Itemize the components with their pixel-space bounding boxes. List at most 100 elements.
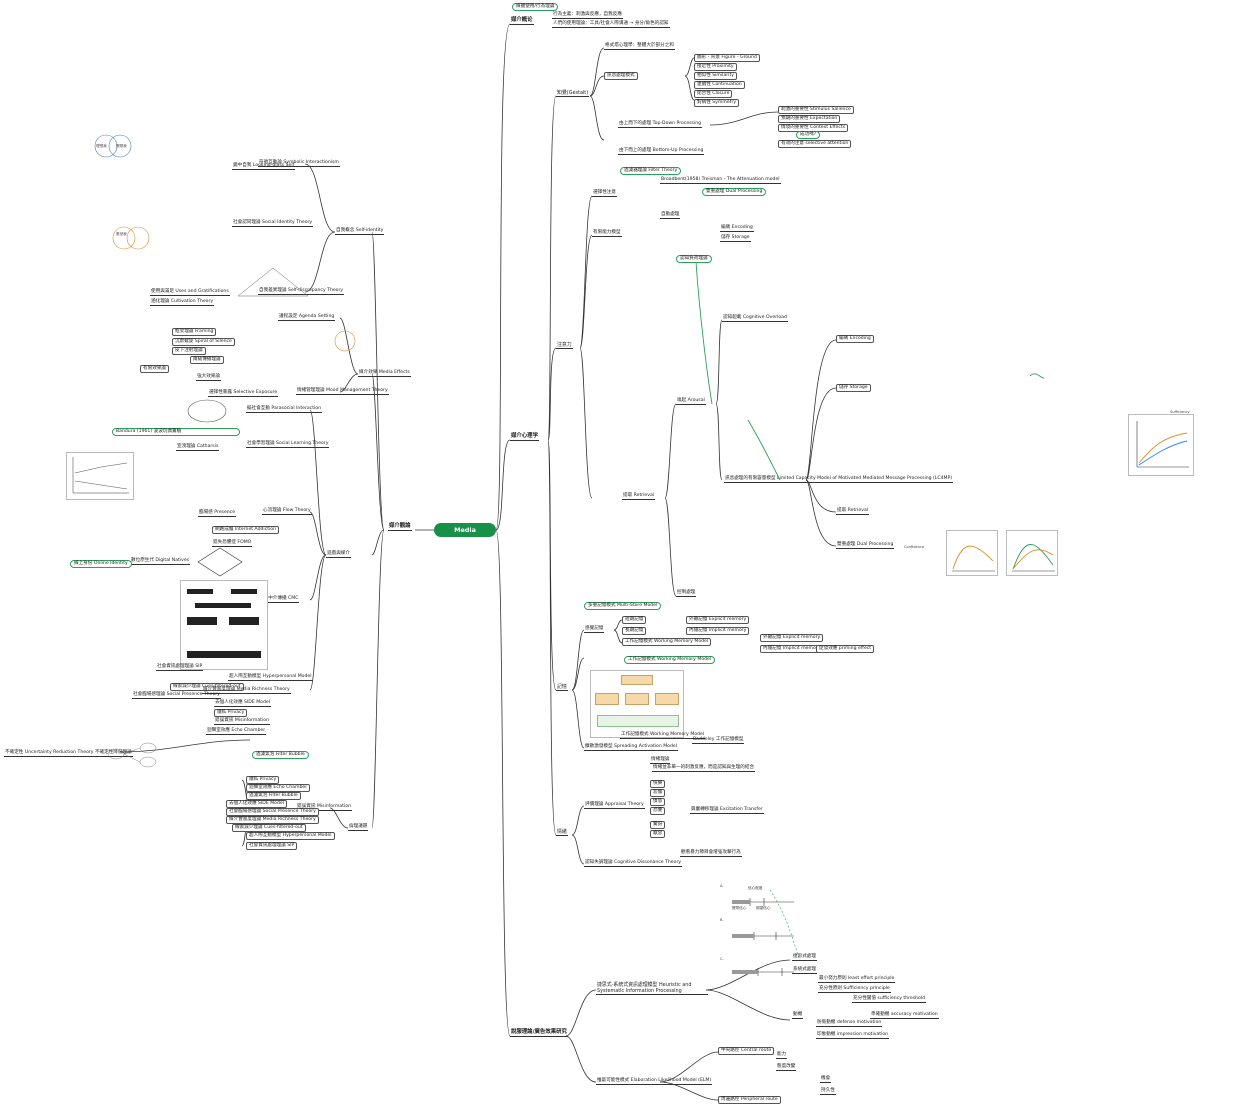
systematic-node[interactable]: 系統式處理 (792, 967, 817, 974)
emo-3[interactable]: 恐懼 (650, 807, 666, 815)
appraisal-node[interactable]: 評價理論 Appraisal Theory (584, 802, 645, 809)
elm-node[interactable]: 推敲可能性模式 Elaboration Likelihood Model (EL… (596, 1078, 713, 1085)
twostep-node[interactable]: 兩級傳播理論 (190, 356, 224, 364)
ability-node[interactable]: 能力 (776, 1052, 788, 1059)
impression-node[interactable]: 印象動機 impression motivation (816, 1032, 890, 1039)
social-id-node[interactable]: 社會認同理論 Social Identity Theory (232, 220, 314, 227)
att-item-2[interactable]: 儲存 Storage (836, 384, 871, 392)
sensory-node[interactable]: 感覺記憶 (584, 626, 605, 633)
selective-attn[interactable]: 有效的注意 selective attention (778, 140, 852, 148)
top-badge[interactable]: 媒體使用/行為理論 (512, 3, 559, 11)
emo-0[interactable]: 快樂 (650, 780, 666, 788)
priming-node[interactable]: 促發效應 priming effect (816, 645, 875, 653)
ethics-node[interactable]: 倫理議題 (348, 824, 369, 831)
attention-node[interactable]: 注意力 (556, 342, 573, 349)
echo-node[interactable]: 迴聲室效應 Echo Chamber (206, 728, 267, 735)
excite-node[interactable]: 興奮轉移理論 Excitation Transfer (690, 807, 764, 814)
explicit-node-2[interactable]: 外顯記憶 Explicit memory (760, 634, 824, 642)
uses-node[interactable]: 使用與滿足 Uses and Gratifications (150, 289, 230, 296)
parasocial-node[interactable]: 擬社會互動 Parasocial Interaction (246, 406, 322, 413)
flow-node[interactable]: 心流理論 Flow Theory (262, 508, 312, 515)
principle-1[interactable]: 接近性 Proximity (694, 63, 737, 71)
working-mem-label[interactable]: 工作記憶模式 Working Memory Model (620, 732, 706, 739)
sip-node[interactable]: 社會資訊處理理論 SIP (156, 664, 204, 671)
presence-node[interactable]: 臨場感 Presence (198, 510, 237, 517)
att-item-1[interactable]: 編碼 Encoding (836, 335, 874, 343)
cmc-node[interactable]: 電腦中介傳播 CMC (258, 596, 300, 603)
memory-node[interactable]: 記憶 (556, 684, 568, 691)
cultivation-node[interactable]: 涵化理論 Cultivation Theory (150, 299, 215, 306)
fomo-node[interactable]: 錯失恐懼症 FOMO (212, 540, 253, 547)
ethics-item-6[interactable]: 線索減少理論 Cues-filtered-out (232, 824, 306, 832)
emo-5[interactable]: 厭惡 (650, 830, 666, 838)
catharsis-node[interactable]: 宣洩理論 Catharsis (176, 444, 220, 451)
opportunity-node[interactable]: 機會 (820, 1076, 832, 1083)
ethics-item-7[interactable]: 超人際互動模型 Hyperpersonal Model (246, 832, 335, 840)
deind-node[interactable]: 去個人化效應 SIDE Model (214, 700, 271, 707)
explicit-node[interactable]: 外顯記憶 Explicit memory (686, 616, 750, 624)
question-success[interactable]: 成功嗎? (796, 131, 821, 139)
encode-node[interactable]: 編碼 Encoding (720, 225, 754, 232)
ethics-item-8[interactable]: 社會資訊處理理論 SIP (246, 842, 298, 850)
misinfo-node[interactable]: 錯誤資訊 Misinformation (214, 718, 270, 725)
ethics-item-4[interactable]: 社會臨場感理論 Social Presence Theory (226, 808, 319, 816)
symbolic-node[interactable]: 符號互動論 Symbolic Interactionism (258, 160, 340, 167)
selfhood-node[interactable]: 自我概念 Self-identity (335, 228, 385, 235)
media-addiction-node[interactable]: 遊戲與媒介 (326, 551, 351, 558)
filter-bubble-node[interactable]: 過濾氣泡 Filter Bubble (252, 751, 309, 759)
hypodermic-node[interactable]: 皮下注射理論 (172, 347, 206, 355)
root-node[interactable]: Media Psychology (434, 523, 496, 548)
implicit-node-2[interactable]: 內隱記憶 Implicit memory (760, 645, 824, 653)
emo-1[interactable]: 悲傷 (650, 789, 666, 797)
privacy-node[interactable]: 隱私 Privacy (214, 709, 248, 717)
cognitive-node[interactable]: 認知失調理論 Cognitive Dissonance Theory (584, 860, 683, 867)
baddeley-node[interactable]: Baddeley 工作記憶模型 (692, 737, 745, 744)
social-learn-node[interactable]: 社會學習理論 Social Learning Theory (246, 441, 330, 448)
emotion-node[interactable]: 情緒 (556, 829, 568, 836)
arousal-node[interactable]: 喚起 Arousal (676, 398, 706, 405)
salience-0[interactable]: 刺激的重要性 Stimulus Salience (778, 106, 854, 114)
memory-model[interactable]: 多重記憶模式 Multi-Store Model (584, 602, 662, 610)
media-effects-node[interactable]: 媒介效果 Media Effects (358, 370, 411, 377)
dual-node[interactable]: 雙重處理 Dual Processing (702, 188, 767, 196)
principle-4[interactable]: 閉合性 Closure (694, 90, 733, 98)
filter-node[interactable]: 過濾器理論 Filter Theory (620, 167, 682, 175)
att-item-4[interactable]: 雙重處理 Dual Processing (836, 542, 895, 549)
principle-0[interactable]: 圖形 - 背景 Figure - Ground (694, 54, 760, 62)
control-node[interactable]: 控制處理 (676, 590, 697, 597)
heuristic-node[interactable]: 捷思式處理 (792, 954, 817, 961)
powerful-node[interactable]: 強大效果論 (196, 374, 221, 381)
ethics-item-5[interactable]: 媒介豐富度理論 Media Richness Theory (226, 816, 319, 824)
topdown-node[interactable]: 由上而下的處理 Top-Down Processing (618, 121, 703, 128)
selective-node[interactable]: 選擇性注意 (592, 190, 617, 197)
selective-exp-node[interactable]: 選擇性暴露 Selective Exposure (208, 390, 279, 397)
limited-eff-node[interactable]: 有限效果論 (140, 365, 169, 373)
auto-node[interactable]: 自動處理 (660, 212, 681, 219)
online-node[interactable]: 線上身份 Online Identity (70, 560, 132, 568)
persist-node[interactable]: 持久性 (820, 1088, 836, 1095)
defense-node[interactable]: 防衛動機 defense motivation (816, 1020, 883, 1027)
looking-node[interactable]: 鏡中自我 Looking-glass Self (232, 163, 296, 170)
bobo-node[interactable]: Bandura (1961) 波波玩偶實驗 (112, 428, 240, 436)
addiction-node[interactable]: 網路成癮 Internet Addiction (212, 526, 280, 534)
mood-node[interactable]: 情緒管理理論 Mood Management Theory (296, 388, 389, 395)
media-rich-node[interactable]: 媒介豐富度理論 Media Richness Theory (202, 687, 291, 694)
bottomup-node[interactable]: 由下而上的處理 Bottom-Up Processing (618, 148, 705, 155)
digital-node[interactable]: 數位原生代 Digital Natives (130, 558, 191, 565)
framing-node[interactable]: 框架理論 Framing (172, 328, 217, 336)
store-node[interactable]: 儲存 Storage (720, 235, 751, 242)
emotion-theory[interactable]: 情緒理論 (650, 757, 671, 764)
threshold-node[interactable]: 充分性閾值 sufficiency threshold (852, 996, 927, 1003)
sufficiency-node[interactable]: 充分性原則 Sufficiency principle (818, 986, 891, 993)
principle-2[interactable]: 相似性 Similarity (694, 72, 737, 80)
schema-node[interactable]: 訊息處理模式 (604, 72, 638, 80)
ethics-item-3[interactable]: 去個人化效應 SIDE Model (226, 800, 287, 808)
cognition-node[interactable]: 知覺(Gestalt) (556, 90, 590, 97)
ethics-item-2[interactable]: 過濾氣泡 Filter Bubble (246, 792, 301, 800)
peripheral-node[interactable]: 周邊路徑 Peripheral route (718, 1096, 781, 1104)
principle-3[interactable]: 連續性 Continuation (694, 81, 745, 89)
motivation-node[interactable]: 動機 (792, 1012, 804, 1019)
short-node[interactable]: 短期記憶 (622, 616, 647, 624)
emo-4[interactable]: 驚訝 (650, 821, 666, 829)
attitude-node[interactable]: 態度改變 (776, 1064, 797, 1071)
